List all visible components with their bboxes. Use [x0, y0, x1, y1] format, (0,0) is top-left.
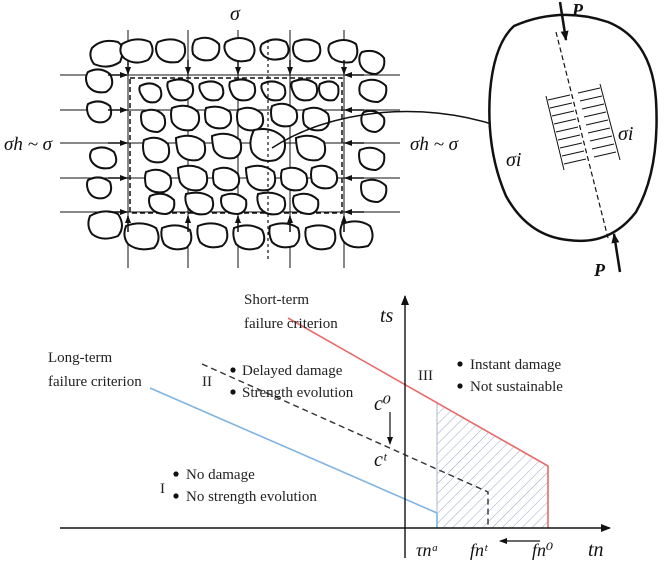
region-iii-item-1: Instant damage [470, 357, 562, 373]
c0-label: c⁰ [374, 393, 391, 415]
sigma-i-right: σi [618, 123, 633, 145]
p-top-label: P [571, 0, 584, 20]
ct-label: cᵗ [374, 449, 388, 471]
granular-assembly [60, 30, 400, 268]
y-axis-label: ts [380, 305, 394, 327]
intermediate-criterion [201, 363, 489, 528]
sigma-i-left: σi [506, 149, 521, 171]
region-iii-label: III [418, 368, 433, 384]
region-i-item-1: No damage [186, 467, 255, 483]
short-term-label-2: failure criterion [244, 316, 338, 332]
x-axis-label: tn [588, 539, 604, 561]
sigma-top-label: σ [230, 3, 241, 25]
region-iii-item-2: Not sustainable [470, 379, 563, 395]
particles [85, 36, 388, 251]
crack-line [555, 31, 609, 239]
region-ii-label: II [202, 374, 212, 390]
long-term-label-1: Long-term [48, 350, 112, 366]
tick-ft-label: fnᵗ [470, 540, 488, 560]
short-term-label-1: Short-term [244, 292, 309, 308]
hatched-region [437, 402, 548, 528]
p-bottom-label: P [593, 260, 606, 280]
short-term-line [287, 317, 549, 528]
tick-f0-label: fn⁰ [532, 540, 553, 560]
region-ii-item-1: Delayed damage [242, 363, 343, 379]
zoom-arrow [271, 110, 499, 149]
region-i-item-2: No strength evolution [186, 489, 317, 505]
long-term-line [149, 387, 438, 514]
load-arrows [108, 60, 364, 232]
sigma-right-label: σh ~ σ [410, 134, 459, 155]
region-ii-item-2: Strength evolution [242, 385, 354, 401]
tick-tau-label: τnᵃ [416, 540, 439, 560]
sigma-left-label: σh ~ σ [4, 134, 53, 155]
long-term-label-2: failure criterion [48, 374, 142, 390]
single-particle [488, 1, 658, 273]
criterion-chart [60, 295, 611, 558]
region-i-label: I [160, 481, 165, 497]
